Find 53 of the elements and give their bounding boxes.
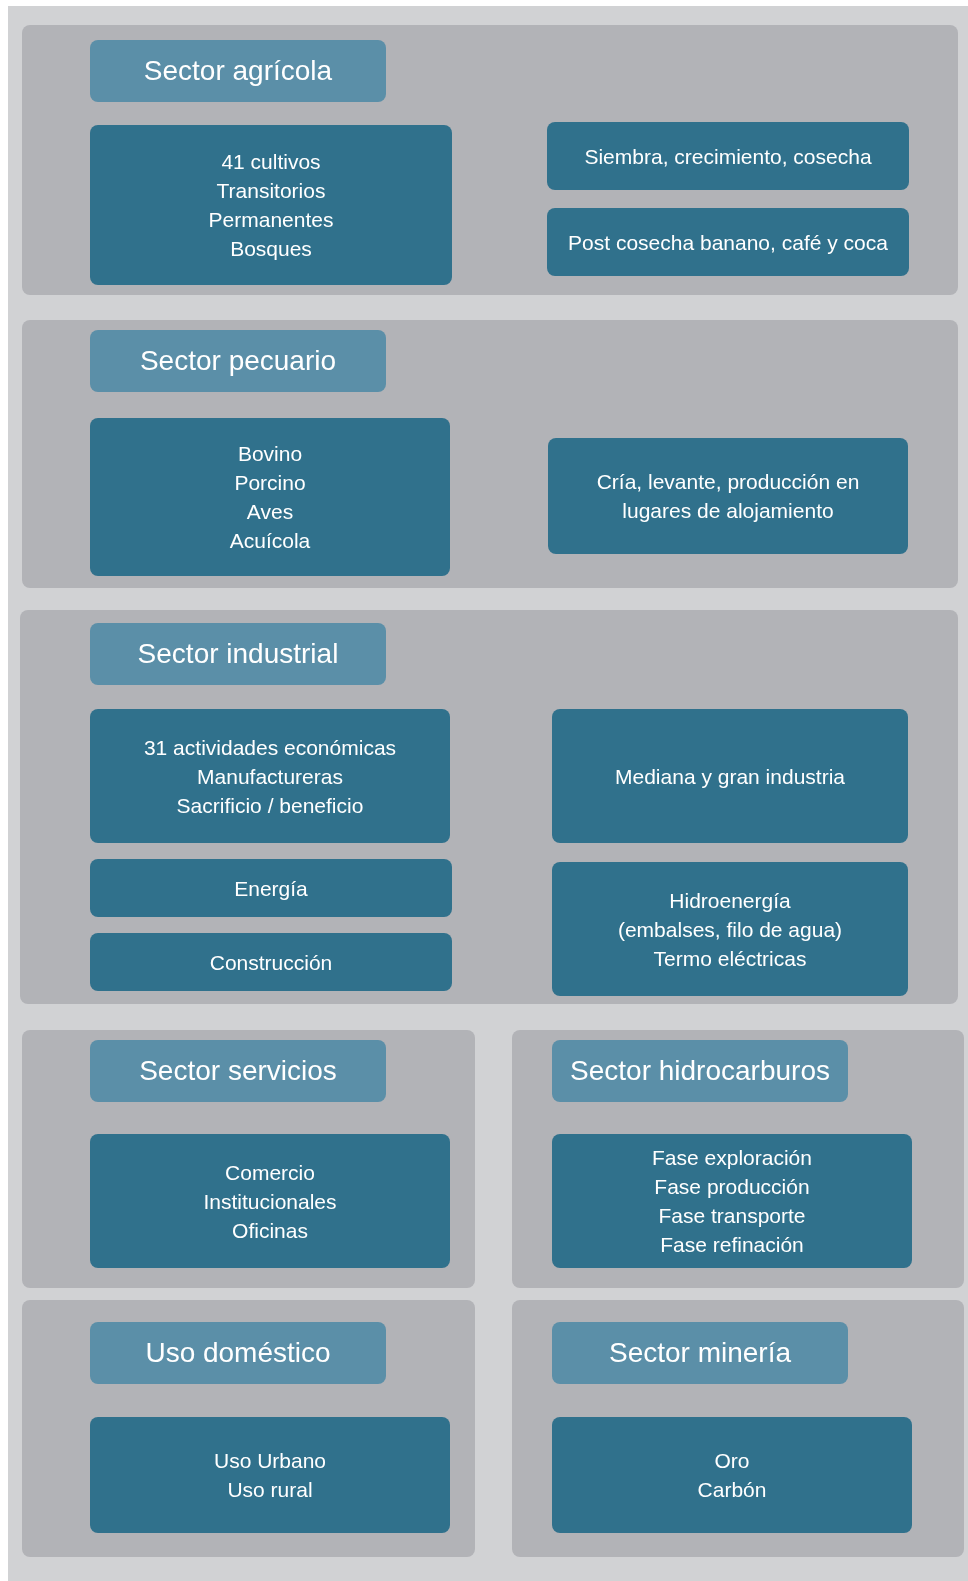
list-item: 41 cultivos xyxy=(221,149,321,175)
list-item: Fase exploración xyxy=(652,1145,812,1171)
sector-panel xyxy=(22,320,958,588)
list-item: Bosques xyxy=(230,236,312,262)
category-box: Post cosecha banano, café y coca xyxy=(547,208,909,276)
list-item: Institucionales xyxy=(203,1188,337,1215)
list-item: Sacrificio / beneficio xyxy=(176,792,364,819)
list-item: (embalses, filo de agua) xyxy=(617,916,843,943)
list-item: Fase transporte xyxy=(658,1203,806,1229)
list-item: Comercio xyxy=(225,1159,315,1186)
list-item: Fase producción xyxy=(654,1174,810,1200)
list-item: Aves xyxy=(246,499,294,525)
category-box: Mediana y gran industria xyxy=(552,709,908,843)
sector-panel xyxy=(22,25,958,295)
sector-heading: Uso doméstico xyxy=(90,1322,386,1384)
sector-heading: Sector servicios xyxy=(90,1040,386,1102)
list-item: Bovino xyxy=(237,441,303,467)
list-item: Acuícola xyxy=(229,528,311,554)
category-box xyxy=(552,1134,912,1268)
list-item: Manufactureras xyxy=(197,763,343,790)
list-item: 31 actividades económicas xyxy=(143,734,397,761)
category-box xyxy=(90,1417,450,1533)
list-item: Permanentes xyxy=(208,207,334,233)
sector-heading: Sector pecuario xyxy=(90,330,386,392)
list-item: Uso rural xyxy=(227,1477,313,1503)
category-box xyxy=(552,862,908,996)
list-item: Hidroenergía xyxy=(669,887,791,914)
sector-heading: Sector industrial xyxy=(90,623,386,685)
list-item: Oro xyxy=(714,1448,750,1474)
list-item: Termo eléctricas xyxy=(653,945,807,972)
category-box xyxy=(90,125,452,285)
list-item: Oficinas xyxy=(232,1217,308,1244)
sector-heading: Sector agrícola xyxy=(90,40,386,102)
list-item: Fase refinación xyxy=(660,1232,804,1258)
category-box: Cría, levante, producción en lugares de alojamiento xyxy=(548,438,908,554)
list-item: Transitorios xyxy=(216,178,326,204)
category-box xyxy=(90,418,450,576)
list-item: Uso Urbano xyxy=(213,1448,327,1474)
category-box: Energía xyxy=(90,859,452,917)
list-item: Porcino xyxy=(234,470,306,496)
sector-panel xyxy=(22,1030,475,1288)
sector-heading: Sector minería xyxy=(552,1322,848,1384)
category-box: Siembra, crecimiento, cosecha xyxy=(547,122,909,190)
list-item: Carbón xyxy=(697,1477,767,1503)
category-box: Construcción xyxy=(90,933,452,991)
category-box xyxy=(90,709,450,843)
category-box xyxy=(90,1134,450,1268)
sector-heading: Sector hidrocarburos xyxy=(552,1040,848,1102)
sector-panel xyxy=(22,1300,475,1557)
category-box xyxy=(552,1417,912,1533)
sector-panel xyxy=(20,610,958,1004)
sector-panel xyxy=(512,1030,964,1288)
sector-panel xyxy=(512,1300,964,1557)
